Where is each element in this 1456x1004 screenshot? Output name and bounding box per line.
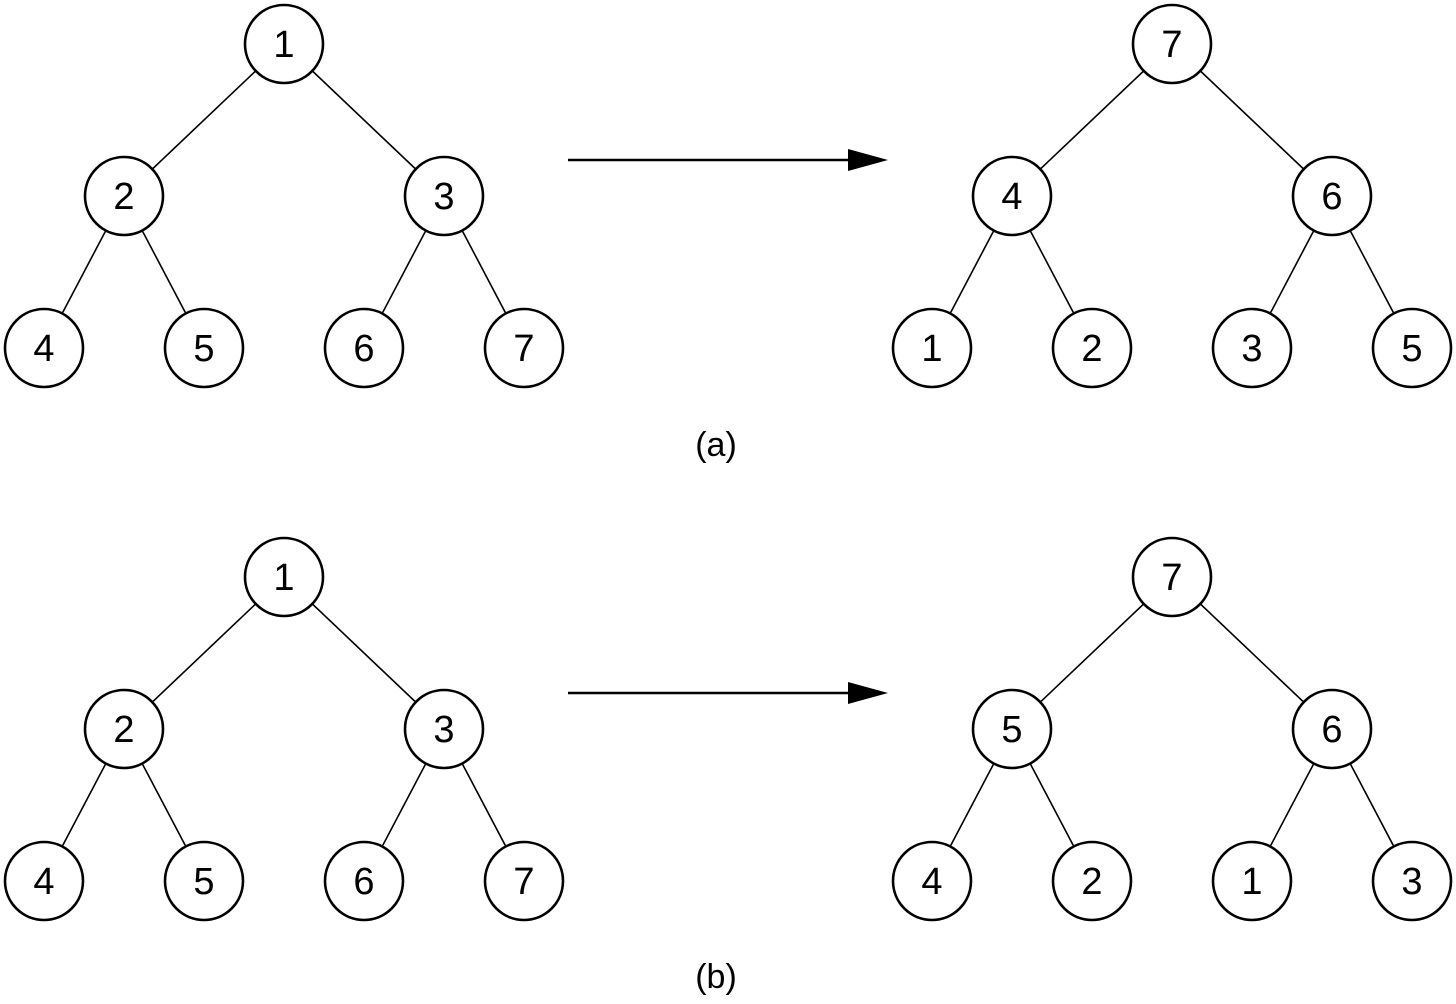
after-tree: 7 4 6 1 2 3 5 [891, 3, 1453, 389]
arrow-head [848, 149, 888, 171]
node-label: 2 [1081, 861, 1102, 903]
node-label: 7 [1161, 557, 1182, 599]
tree-node: 6 [1291, 688, 1373, 770]
node-label: 5 [193, 861, 214, 903]
node-label: 3 [1401, 861, 1422, 903]
node-label: 1 [921, 328, 942, 370]
node-label: 4 [33, 328, 54, 370]
node-circle [483, 840, 565, 922]
node-label: 2 [1081, 328, 1102, 370]
node-label: 2 [113, 176, 134, 218]
tree-node: 5 [971, 688, 1053, 770]
node-label: 5 [1001, 709, 1022, 751]
tree-node: 1 [243, 3, 325, 85]
tree-node: 4 [3, 840, 85, 922]
tree-node: 6 [323, 307, 405, 389]
node-label: 4 [33, 861, 54, 903]
panel-b: 1 2 3 4 5 6 7 7 5 6 4 2 1 3 (b) [3, 536, 1453, 996]
node-circle [243, 536, 325, 618]
node-label: 5 [193, 328, 214, 370]
node-circle [243, 3, 325, 85]
tree-node: 2 [83, 155, 165, 237]
node-label: 7 [1161, 24, 1182, 66]
tree-node: 4 [971, 155, 1053, 237]
after-tree: 7 5 6 4 2 1 3 [891, 536, 1453, 922]
node-circle [971, 155, 1053, 237]
tree-node: 6 [323, 840, 405, 922]
tree-node: 7 [1131, 536, 1213, 618]
node-circle [891, 840, 973, 922]
panel-caption: (a) [695, 426, 737, 464]
node-label: 6 [1321, 176, 1342, 218]
node-label: 7 [513, 861, 534, 903]
node-circle [323, 307, 405, 389]
node-label: 3 [433, 709, 454, 751]
transform-arrow [568, 149, 888, 171]
node-circle [483, 307, 565, 389]
node-label: 2 [113, 709, 134, 751]
node-label: 5 [1401, 328, 1422, 370]
node-circle [403, 155, 485, 237]
node-label: 3 [433, 176, 454, 218]
node-circle [891, 307, 973, 389]
tree-node: 2 [83, 688, 165, 770]
tree-node: 5 [163, 840, 245, 922]
tree-node: 7 [483, 840, 565, 922]
tree-node: 3 [403, 155, 485, 237]
tree-node: 3 [1211, 307, 1293, 389]
node-label: 1 [273, 557, 294, 599]
node-circle [1291, 155, 1373, 237]
tree-node: 4 [891, 840, 973, 922]
node-label: 1 [273, 24, 294, 66]
node-circle [323, 840, 405, 922]
node-label: 4 [1001, 176, 1022, 218]
panel-caption: (b) [695, 958, 737, 996]
before-tree: 1 2 3 4 5 6 7 [3, 536, 565, 922]
node-circle [83, 155, 165, 237]
node-circle [1371, 840, 1453, 922]
node-circle [3, 840, 85, 922]
tree-node: 3 [1371, 840, 1453, 922]
node-label: 6 [353, 328, 374, 370]
node-label: 7 [513, 328, 534, 370]
tree-node: 4 [3, 307, 85, 389]
tree-node: 2 [1051, 840, 1133, 922]
node-label: 1 [1241, 861, 1262, 903]
tree-node: 5 [163, 307, 245, 389]
node-circle [403, 688, 485, 770]
node-circle [1211, 307, 1293, 389]
tree-node: 1 [243, 536, 325, 618]
node-circle [971, 688, 1053, 770]
tree-node: 7 [483, 307, 565, 389]
tree-node: 6 [1291, 155, 1373, 237]
node-circle [1131, 536, 1213, 618]
node-circle [163, 840, 245, 922]
node-label: 6 [353, 861, 374, 903]
node-circle [1131, 3, 1213, 85]
before-tree: 1 2 3 4 5 6 7 [3, 3, 565, 389]
arrow-head [848, 682, 888, 704]
tree-node: 5 [1371, 307, 1453, 389]
node-label: 3 [1241, 328, 1262, 370]
tree-node: 7 [1131, 3, 1213, 85]
node-circle [1051, 307, 1133, 389]
panel-a: 1 2 3 4 5 6 7 7 4 6 1 2 3 5 (a) [3, 3, 1453, 464]
node-circle [1371, 307, 1453, 389]
node-circle [3, 307, 85, 389]
tree-node: 1 [891, 307, 973, 389]
node-circle [1291, 688, 1373, 770]
tree-node: 1 [1211, 840, 1293, 922]
node-circle [163, 307, 245, 389]
tree-node: 3 [403, 688, 485, 770]
node-label: 6 [1321, 709, 1342, 751]
transform-arrow [568, 682, 888, 704]
node-circle [83, 688, 165, 770]
node-circle [1211, 840, 1293, 922]
tree-node: 2 [1051, 307, 1133, 389]
node-label: 4 [921, 861, 942, 903]
node-circle [1051, 840, 1133, 922]
